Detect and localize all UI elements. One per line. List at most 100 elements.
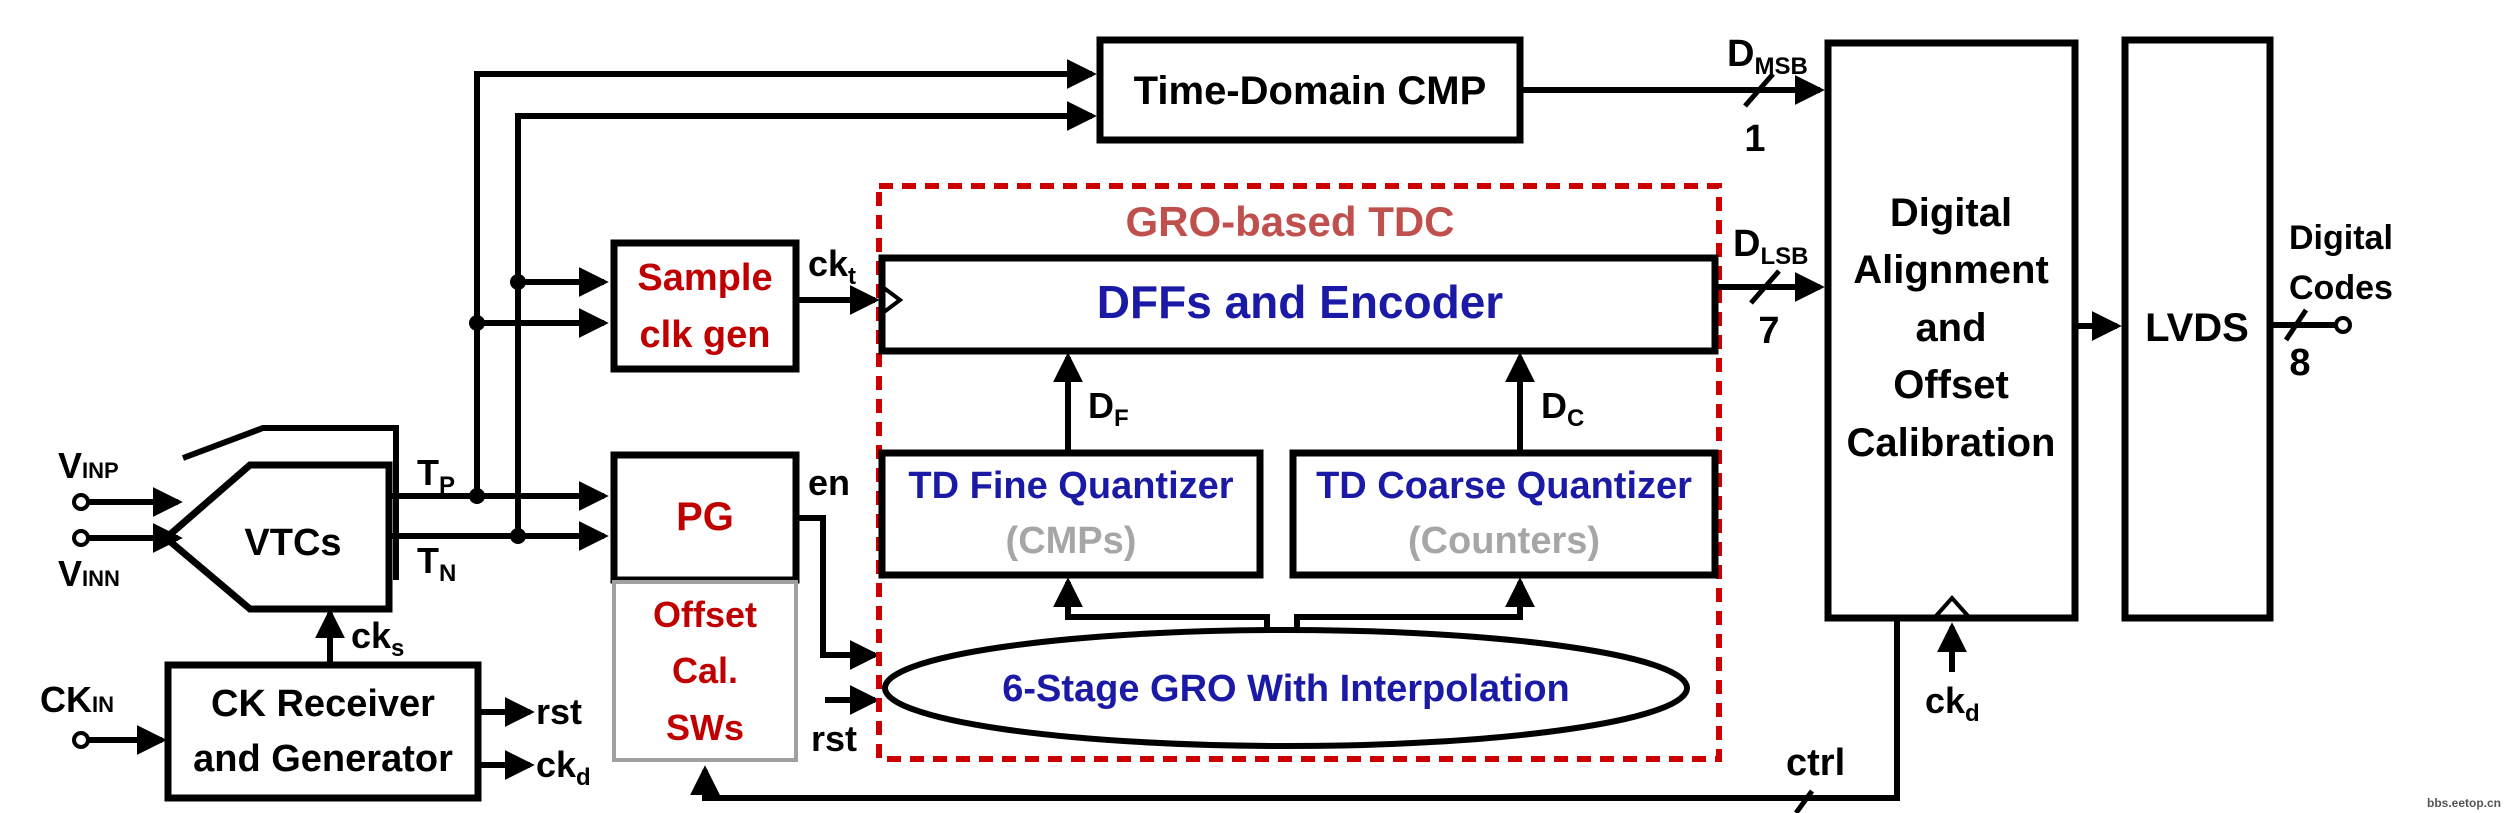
dffs-encoder-box bbox=[878, 254, 1719, 355]
digital-alignment-line1: Digital bbox=[1890, 191, 2012, 235]
sample-clk-line2: clk gen bbox=[640, 314, 771, 356]
ckin-terminal bbox=[72, 731, 90, 749]
fine-quantizer-box bbox=[878, 449, 1264, 579]
vinp-label: VINP bbox=[58, 445, 119, 486]
ckd2-label: ckd bbox=[1925, 680, 1980, 727]
ctrl-label: ctrl bbox=[1786, 742, 1845, 784]
fine-quantizer-sub: (CMPs) bbox=[1006, 520, 1137, 562]
ckt-signal: ckt bbox=[796, 243, 880, 315]
lvds-box bbox=[2121, 36, 2274, 622]
vtc-shadow-outline bbox=[181, 425, 399, 580]
tp-to-cmp-wire bbox=[474, 59, 1097, 496]
ckd-input: ckd bbox=[1925, 622, 1980, 727]
dffs-encoder-label: DFFs and Encoder bbox=[1097, 276, 1503, 328]
offset-cal-block: Offset Cal. SWs bbox=[612, 580, 798, 762]
sample-clk-gen-block: Sample clk gen bbox=[610, 239, 800, 373]
ck-receiver-box bbox=[164, 661, 482, 802]
coarse-quantizer-label: TD Coarse Quantizer bbox=[1316, 465, 1692, 507]
vtc-block: VTCs bbox=[160, 425, 399, 613]
ck-receiver-line1: CK Receiver bbox=[211, 683, 435, 725]
fine-quantizer-label: TD Fine Quantizer bbox=[908, 465, 1233, 507]
digital-codes-output: Digital Codes 8 bbox=[2270, 219, 2393, 384]
junction-dot bbox=[510, 528, 526, 544]
ctrl-feedback: ctrl bbox=[690, 618, 1900, 813]
en-label: en bbox=[808, 462, 850, 503]
junction-dot bbox=[469, 488, 485, 504]
gro-ellipse bbox=[882, 627, 1690, 749]
tp-tn-routing: TP TN bbox=[389, 59, 1097, 587]
gro-label: 6-Stage GRO With Interpolation bbox=[1002, 668, 1570, 710]
coarse-quantizer-sub: (Counters) bbox=[1408, 520, 1600, 562]
ck-receiver-line2: and Generator bbox=[193, 738, 453, 780]
dmsb-label: DMSB bbox=[1727, 33, 1808, 80]
dlsb-bus: DLSB 7 bbox=[1715, 223, 1825, 352]
gro-block: 6-Stage GRO With Interpolation bbox=[882, 627, 1690, 749]
ckd-output: ckd bbox=[478, 744, 591, 791]
vtc-label: VTCs bbox=[244, 522, 341, 564]
bus-slash bbox=[1749, 269, 1781, 305]
rst-output: rst bbox=[478, 691, 582, 732]
en-wire bbox=[796, 515, 880, 670]
coarse-quantizer-box bbox=[1289, 449, 1719, 579]
tn-label: TN bbox=[417, 540, 456, 587]
vinp-input: VINP bbox=[58, 445, 183, 517]
pg-label: PG bbox=[676, 495, 734, 539]
pg-block: PG bbox=[610, 451, 800, 584]
cks-signal: cks bbox=[315, 608, 404, 665]
junction-dot bbox=[510, 274, 526, 290]
dmsb-width: 1 bbox=[1744, 118, 1765, 160]
offset-cal-line2: Cal. bbox=[672, 650, 738, 691]
ckin-label: CKIN bbox=[40, 679, 114, 720]
digital-alignment-line3: and bbox=[1915, 306, 1986, 350]
time-domain-cmp-block: Time-Domain CMP bbox=[1096, 36, 1524, 144]
digital-codes-line2: Codes bbox=[2289, 269, 2393, 307]
dmsb-bus: DMSB 1 bbox=[1520, 33, 1825, 160]
vinp-terminal bbox=[72, 493, 90, 511]
digital-codes-line1: Digital bbox=[2289, 219, 2393, 257]
rst2-label: rst bbox=[811, 718, 857, 759]
ckin-input: CKIN bbox=[40, 679, 167, 755]
dc-label: DC bbox=[1541, 385, 1584, 432]
time-domain-cmp-label: Time-Domain CMP bbox=[1134, 69, 1487, 113]
en-signal: en bbox=[796, 462, 880, 670]
df-signal: DF bbox=[1053, 352, 1129, 450]
bus-slash bbox=[1793, 789, 1815, 813]
junction-dot bbox=[469, 315, 485, 331]
watermark: bbs.eetop.cn bbox=[2427, 796, 2501, 810]
rst-label: rst bbox=[536, 691, 582, 732]
vinn-input: VINN bbox=[58, 523, 183, 594]
df-label: DF bbox=[1088, 385, 1129, 432]
vinn-label: VINN bbox=[58, 553, 120, 594]
dffs-encoder-block: DFFs and Encoder bbox=[878, 254, 1719, 355]
digital-alignment-line4: Offset bbox=[1893, 363, 2009, 407]
sample-clk-gen-box bbox=[610, 239, 800, 373]
gro-tdc-group: GRO-based TDC DFFs and Encoder DF DC TD … bbox=[876, 183, 1722, 762]
offset-cal-line3: SWs bbox=[666, 707, 744, 748]
sample-clk-line1: Sample bbox=[637, 257, 772, 299]
ckd-label: ckd bbox=[536, 744, 591, 791]
ck-receiver-block: CK Receiver and Generator bbox=[164, 661, 482, 802]
cks-label: cks bbox=[351, 615, 404, 662]
ctrl-wire bbox=[690, 618, 1900, 801]
digital-alignment-line2: Alignment bbox=[1853, 248, 2049, 292]
lvds-label: LVDS bbox=[2145, 306, 2249, 350]
dlsb-label: DLSB bbox=[1733, 223, 1808, 270]
ckt-label: ckt bbox=[808, 243, 856, 290]
offset-cal-line1: Offset bbox=[653, 594, 757, 635]
clock-input-triangle bbox=[1934, 594, 1970, 618]
digital-alignment-block: Digital Alignment and Offset Calibration bbox=[1824, 39, 2079, 622]
time-domain-cmp-box bbox=[1096, 36, 1524, 144]
dlsb-width: 7 bbox=[1758, 310, 1779, 352]
vinn-terminal bbox=[72, 529, 90, 547]
dc-signal: DC bbox=[1505, 352, 1584, 450]
clock-input-triangle bbox=[882, 286, 904, 314]
tn-to-cmp-wire bbox=[515, 101, 1097, 536]
codes-terminal bbox=[2334, 316, 2352, 334]
codes-width: 8 bbox=[2289, 342, 2310, 384]
rst2-signal: rst bbox=[811, 685, 880, 759]
lvds-block: LVDS bbox=[2121, 36, 2274, 622]
digital-alignment-line5: Calibration bbox=[1847, 421, 2056, 465]
tdc-title: GRO-based TDC bbox=[1125, 198, 1454, 245]
coarse-quantizer-block: TD Coarse Quantizer (Counters) bbox=[1289, 449, 1719, 579]
